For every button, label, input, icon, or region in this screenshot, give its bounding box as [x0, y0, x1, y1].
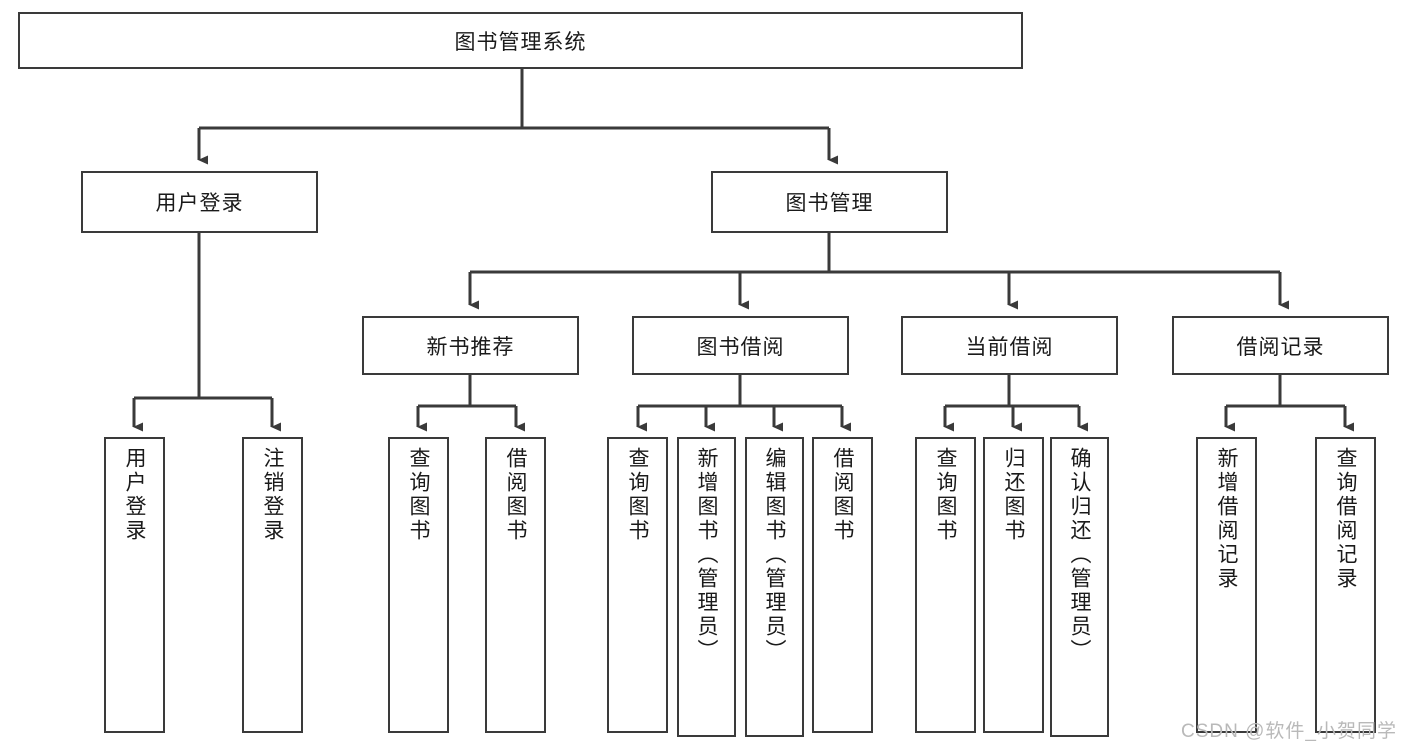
node-new-book-recommend-label: 新书推荐	[426, 335, 515, 359]
node-new-book-recommend[interactable]: 新书推荐	[362, 316, 579, 375]
node-user-login-label: 用户登录	[155, 192, 244, 215]
node-leaf-lend-book[interactable]: 借阅图书	[812, 437, 873, 733]
node-leaf-query-book-borrow[interactable]: 查询图书	[607, 437, 668, 733]
node-leaf-query-book-borrow-label: 查询图书	[626, 447, 649, 543]
node-leaf-borrow-book-new[interactable]: 借阅图书	[485, 437, 546, 733]
node-root-system[interactable]: 图书管理系统	[18, 12, 1023, 69]
node-leaf-query-book-new[interactable]: 查询图书	[388, 437, 449, 733]
node-leaf-user-login-label: 用户登录	[123, 447, 146, 543]
node-book-management[interactable]: 图书管理	[711, 171, 948, 233]
node-leaf-logout-label: 注销登录	[261, 447, 284, 543]
node-book-borrow[interactable]: 图书借阅	[632, 316, 849, 375]
node-leaf-add-book-admin[interactable]: 新增图书（管理员）	[677, 437, 736, 737]
csdn-watermark: CSDN @软件_小贺同学	[1181, 721, 1397, 742]
node-user-login[interactable]: 用户登录	[81, 171, 318, 233]
node-leaf-logout[interactable]: 注销登录	[242, 437, 303, 733]
node-leaf-confirm-return-admin[interactable]: 确认归还（管理员）	[1050, 437, 1109, 737]
node-leaf-query-book-new-label: 查询图书	[407, 447, 430, 543]
node-current-borrow-label: 当前借阅	[965, 335, 1054, 359]
node-current-borrow[interactable]: 当前借阅	[901, 316, 1118, 375]
node-root-system-label: 图书管理系统	[454, 30, 587, 54]
node-leaf-add-borrow-record[interactable]: 新增借阅记录	[1196, 437, 1257, 733]
node-leaf-query-borrow-record[interactable]: 查询借阅记录	[1315, 437, 1376, 733]
node-leaf-return-book-label: 归还图书	[1002, 447, 1025, 543]
node-book-borrow-label: 图书借阅	[696, 335, 785, 359]
node-leaf-lend-book-label: 借阅图书	[831, 447, 854, 543]
node-borrow-record[interactable]: 借阅记录	[1172, 316, 1389, 375]
node-borrow-record-label: 借阅记录	[1236, 335, 1325, 359]
node-leaf-edit-book-admin[interactable]: 编辑图书（管理员）	[745, 437, 804, 737]
node-leaf-query-book-current-label: 查询图书	[934, 447, 957, 543]
node-leaf-borrow-book-new-label: 借阅图书	[504, 447, 527, 543]
node-leaf-edit-book-admin-label: 编辑图书（管理员）	[763, 447, 786, 663]
node-leaf-add-borrow-record-label: 新增借阅记录	[1215, 447, 1238, 591]
node-leaf-query-borrow-record-label: 查询借阅记录	[1334, 447, 1357, 591]
node-leaf-confirm-return-admin-label: 确认归还（管理员）	[1068, 447, 1091, 663]
node-leaf-add-book-admin-label: 新增图书（管理员）	[695, 447, 718, 663]
node-book-management-label: 图书管理	[785, 192, 874, 215]
node-leaf-return-book[interactable]: 归还图书	[983, 437, 1044, 733]
node-leaf-user-login[interactable]: 用户登录	[104, 437, 165, 733]
node-leaf-query-book-current[interactable]: 查询图书	[915, 437, 976, 733]
